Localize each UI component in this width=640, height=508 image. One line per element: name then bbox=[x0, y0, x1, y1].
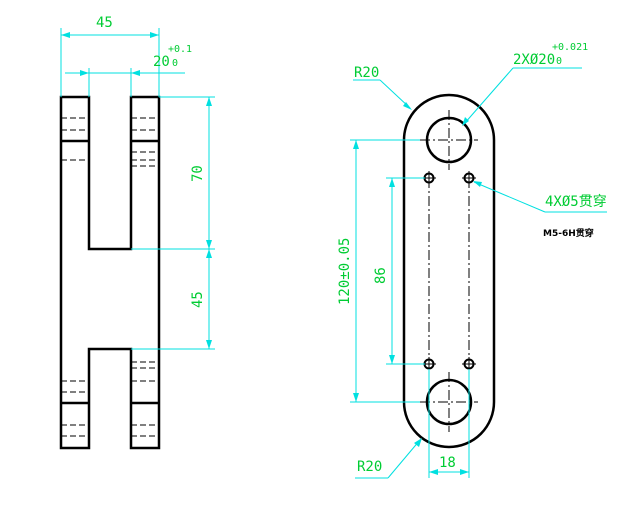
left-view bbox=[59, 95, 161, 450]
upper-height-dimension-label: 70 bbox=[190, 165, 206, 182]
left-view-arrows bbox=[61, 32, 212, 349]
bore-tolerance-lower: 0 bbox=[556, 56, 562, 67]
bore-dimension-label: 2XØ20 bbox=[513, 52, 555, 68]
width-dimension-label: 45 bbox=[96, 15, 113, 31]
center-distance-label: 120±0.05 bbox=[337, 238, 353, 305]
small-holes-label: 4XØ5贯穿 bbox=[545, 194, 607, 210]
lower-height-dimension-label: 45 bbox=[190, 291, 206, 308]
link-outline bbox=[402, 93, 496, 449]
bore-tolerance-upper: +0.021 bbox=[552, 42, 588, 53]
top-radius-label: R20 bbox=[354, 65, 379, 81]
slot-tolerance-upper: +0.1 bbox=[168, 44, 192, 55]
hole-spacing-label: 86 bbox=[373, 267, 389, 284]
right-view-arrows bbox=[353, 102, 482, 475]
right-view bbox=[402, 93, 496, 449]
bottom-width-label: 18 bbox=[439, 455, 456, 471]
left-view-outline bbox=[59, 95, 161, 450]
slot-dimension-label: 20 bbox=[153, 54, 170, 70]
left-view-thread-lines bbox=[61, 117, 159, 437]
bottom-radius-label: R20 bbox=[357, 459, 382, 475]
slot-tolerance-lower: 0 bbox=[172, 58, 178, 69]
thread-note-label: M5-6H贯穿 bbox=[543, 227, 594, 239]
